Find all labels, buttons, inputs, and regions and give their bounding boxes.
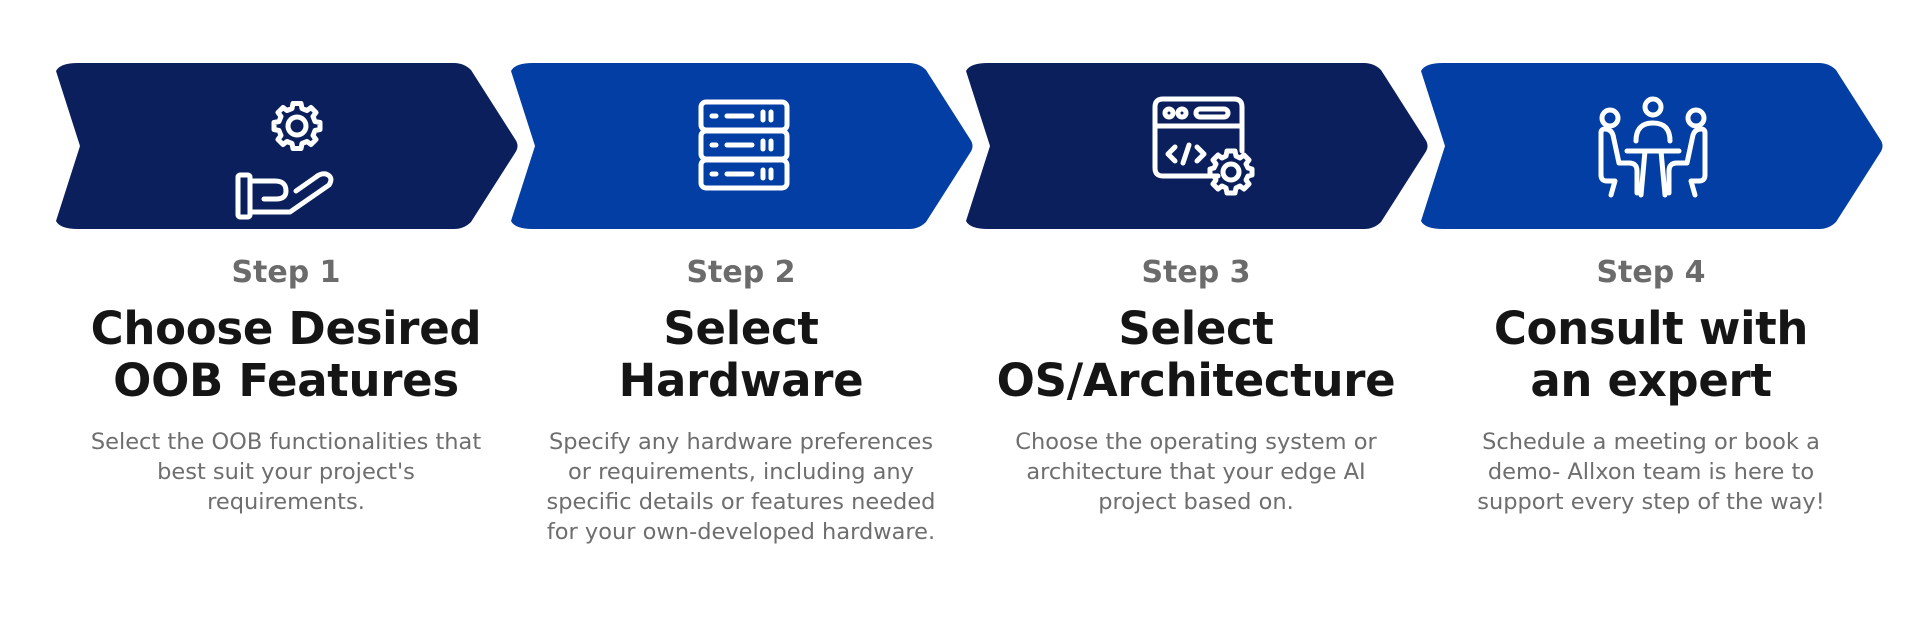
step-1-title: Choose Desired OOB Features xyxy=(50,303,522,407)
step-4-chevron-shape xyxy=(1421,63,1883,229)
step-4-description: Schedule a meeting or book a demo- Allxo… xyxy=(1477,429,1825,515)
step-2-chevron-shape xyxy=(511,63,973,229)
step-2-title-line-1: Select xyxy=(663,302,819,355)
step-2-title: Select Hardware xyxy=(505,303,977,407)
step-4-title-line-1: Consult with xyxy=(1493,302,1809,355)
step-2-label: Step 2 xyxy=(686,255,796,290)
step-1: Step 1 Choose Desired OOB Features Selec… xyxy=(0,0,520,637)
step-4: Step 4 Consult with an expert Schedule a… xyxy=(1365,0,1885,637)
step-3-title-line-1: Select xyxy=(1118,302,1274,355)
step-1-title-line-1: Choose Desired xyxy=(90,302,482,355)
step-4-label: Step 4 xyxy=(1596,255,1706,290)
step-3-chevron-shape xyxy=(966,63,1428,229)
step-3-title-line-2: OS/Architecture xyxy=(996,354,1396,407)
step-3-text: Step 3 Select OS/Architecture Choose the… xyxy=(960,255,1432,517)
step-2-text: Step 2 Select Hardware Specify any hardw… xyxy=(505,255,977,547)
step-3-title: Select OS/Architecture xyxy=(960,303,1432,407)
step-2-description: Specify any hardware preferences or requ… xyxy=(546,429,936,545)
step-2-chevron xyxy=(505,63,977,229)
step-3: Step 3 Select OS/Architecture Choose the… xyxy=(910,0,1430,637)
step-2: Step 2 Select Hardware Specify any hardw… xyxy=(455,0,975,637)
step-3-label: Step 3 xyxy=(1141,255,1251,290)
step-3-chevron xyxy=(960,63,1432,229)
step-3-description: Choose the operating system or architect… xyxy=(1015,429,1377,515)
step-2-title-line-2: Hardware xyxy=(618,354,864,407)
step-4-title: Consult with an expert xyxy=(1415,303,1887,407)
step-1-label: Step 1 xyxy=(231,255,341,290)
step-4-title-line-2: an expert xyxy=(1530,354,1772,407)
step-1-description: Select the OOB functionalities that best… xyxy=(90,429,482,515)
step-1-chevron-shape xyxy=(56,63,518,229)
step-4-chevron xyxy=(1415,63,1887,229)
step-4-text: Step 4 Consult with an expert Schedule a… xyxy=(1415,255,1887,517)
step-1-chevron xyxy=(50,63,522,229)
step-1-text: Step 1 Choose Desired OOB Features Selec… xyxy=(50,255,522,517)
step-1-title-line-2: OOB Features xyxy=(113,354,459,407)
